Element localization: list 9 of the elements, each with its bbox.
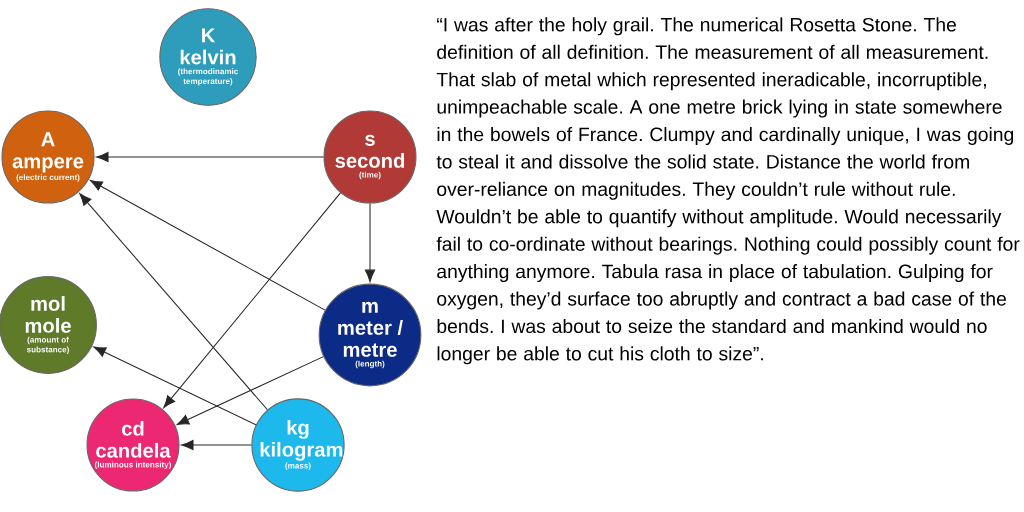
arrow (79, 193, 268, 411)
arrow (364, 203, 376, 283)
arrow (93, 346, 257, 426)
arrow (90, 180, 326, 311)
arrow (176, 356, 324, 426)
arrow (96, 151, 324, 163)
quote-text: “I was after the holy grail. The numerical Rosetta Stone. The definition of all definition. The measurement of all measurement. That slab of metal which represented ineradicable, incorruptible, unimpeachable scale. A one metre brick lying in state somewhere in the bowels of France. Clumpy and cardinally unique, I was going to steal it and dissolve the solid state. Distance the world from over-reliance on magnitudes. They couldn’t rule without rule. Wouldn’t be able to quantify without amplitude. Would necessarily fail to co-ordinate without bearings. Nothing could possibly count for anything anymore. Tabula rasa in place of tabulation. Gulping for oxygen, they’d surface too abruptly and contract a bad case of the bends. I was about to seize the standard and mankind would no longer be able to cut his cloth to size”. (436, 17, 1020, 365)
arrow (181, 439, 252, 451)
arrow (163, 192, 341, 408)
